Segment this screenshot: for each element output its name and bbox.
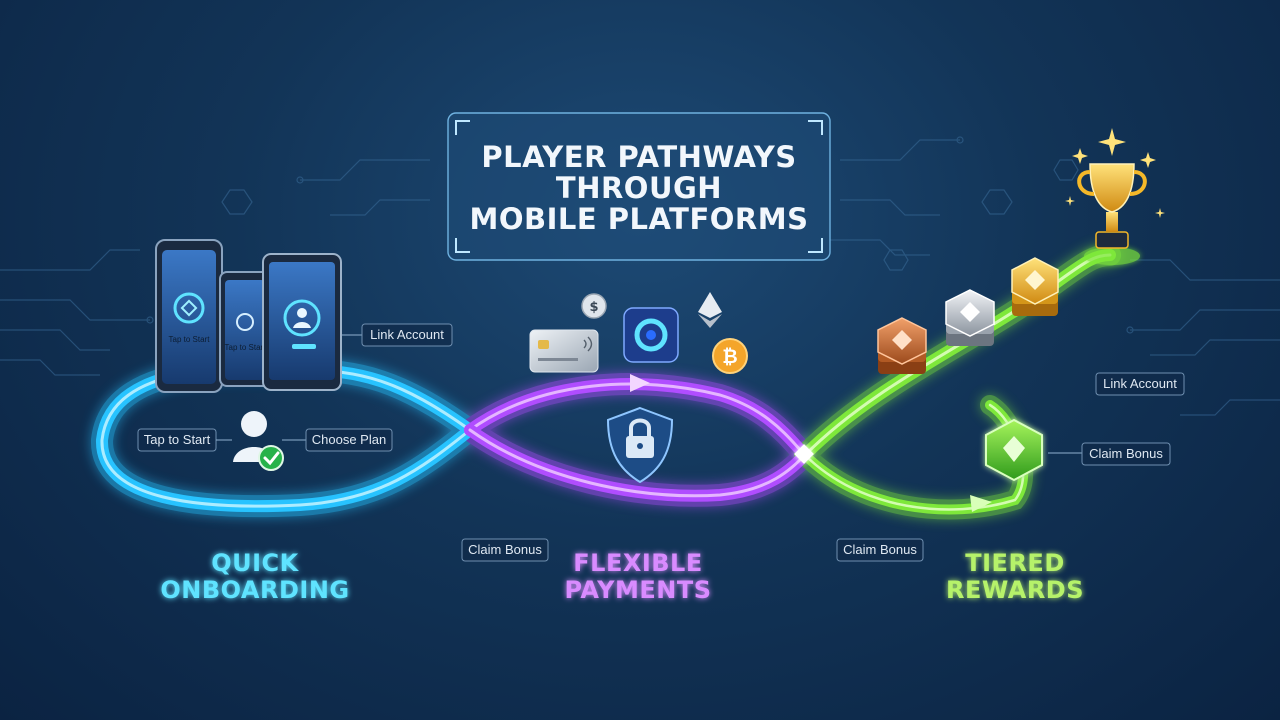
callout-tap-to-start: Tap to Start: [137, 428, 232, 452]
callout-choose-plan: Choose Plan: [282, 428, 393, 452]
callout-claim-bonus-1: Claim Bonus: [461, 538, 549, 562]
stage-titles: QUICK ONBOARDING FLEXIBLE PAYMENTS TIERE…: [160, 549, 1084, 604]
link-account-label-2: Link Account: [1103, 376, 1177, 391]
choose-plan-label: Choose Plan: [312, 432, 386, 447]
svg-text:₿: ₿: [722, 346, 737, 368]
stage-rewards: TIERED REWARDS: [946, 549, 1084, 604]
callout-labels: Link Account Tap to Start Choose Plan Cl…: [137, 323, 1185, 562]
callout-link-account-1: Link Account: [342, 323, 453, 347]
title-line-3: MOBILE PLATFORMS: [469, 202, 808, 236]
title-line-2: THROUGH: [556, 171, 722, 205]
sparkle-icon: [1155, 208, 1165, 218]
claim-bonus-label-1: Claim Bonus: [468, 542, 542, 557]
user-verified-icon: [233, 411, 284, 471]
stage-rewards-line-1: TIERED: [965, 549, 1065, 577]
callout-link-account-2: Link Account: [1095, 372, 1185, 396]
bitcoin-icon: ₿: [712, 338, 748, 374]
claim-bonus-label-3: Claim Bonus: [1089, 446, 1163, 461]
stage-onboarding-line-1: QUICK: [211, 549, 299, 577]
stage-rewards-line-2: REWARDS: [946, 576, 1084, 604]
dollar-coin-icon: $: [581, 293, 607, 319]
trophy-icon: [1065, 128, 1165, 265]
stage-payments-line-1: FLEXIBLE: [573, 549, 703, 577]
small-phone-screen-text: Tap to Start: [225, 343, 267, 352]
user-icon: [297, 308, 307, 318]
svg-text:$: $: [589, 300, 598, 315]
wallet-app-icon: [623, 307, 679, 363]
reward-badges: [877, 128, 1165, 482]
device-group: Tap to Start Tap to Start: [155, 239, 342, 393]
small-phone-device: Tap to Start: [219, 271, 271, 387]
check-badge-icon: [258, 445, 284, 471]
circuit-decoration: [0, 136, 1280, 416]
phone-device: Tap to Start: [155, 239, 223, 393]
tap-to-start-label: Tap to Start: [144, 432, 211, 447]
gold-badge-icon: [1011, 257, 1059, 316]
stage-payments: FLEXIBLE PAYMENTS: [564, 549, 711, 604]
claim-bonus-label-2: Claim Bonus: [843, 542, 917, 557]
bronze-badge-icon: [877, 317, 927, 374]
title-panel: PLAYER PATHWAYS THROUGH MOBILE PLATFORMS: [447, 112, 831, 261]
phone-screen-text: Tap to Start: [169, 335, 211, 344]
sparkle-icon: [1072, 148, 1088, 164]
sparkle-icon: [1065, 196, 1075, 206]
arrow-head-icon: [630, 374, 650, 392]
sparkle-icon: [1140, 152, 1156, 168]
tablet-device: [262, 253, 342, 391]
emerald-badge-icon: [985, 418, 1043, 482]
arrow-head-icon: [970, 495, 992, 512]
payment-icons: $ ₿: [529, 292, 748, 484]
junction-node: [794, 444, 814, 464]
stage-payments-line-2: PAYMENTS: [564, 576, 711, 604]
sparkle-icon: [1098, 128, 1126, 156]
credit-card-icon: [529, 329, 599, 373]
shield-lock-icon: [606, 406, 674, 484]
title-line-1: PLAYER PATHWAYS: [481, 140, 796, 174]
stage-onboarding-line-2: ONBOARDING: [160, 576, 349, 604]
ethereum-icon: [698, 292, 722, 328]
callout-claim-bonus-3: Claim Bonus: [1048, 442, 1171, 466]
silver-badge-icon: [945, 289, 995, 346]
link-account-label-1: Link Account: [370, 327, 444, 342]
stage-onboarding: QUICK ONBOARDING: [160, 549, 349, 604]
callout-claim-bonus-2: Claim Bonus: [836, 538, 924, 562]
